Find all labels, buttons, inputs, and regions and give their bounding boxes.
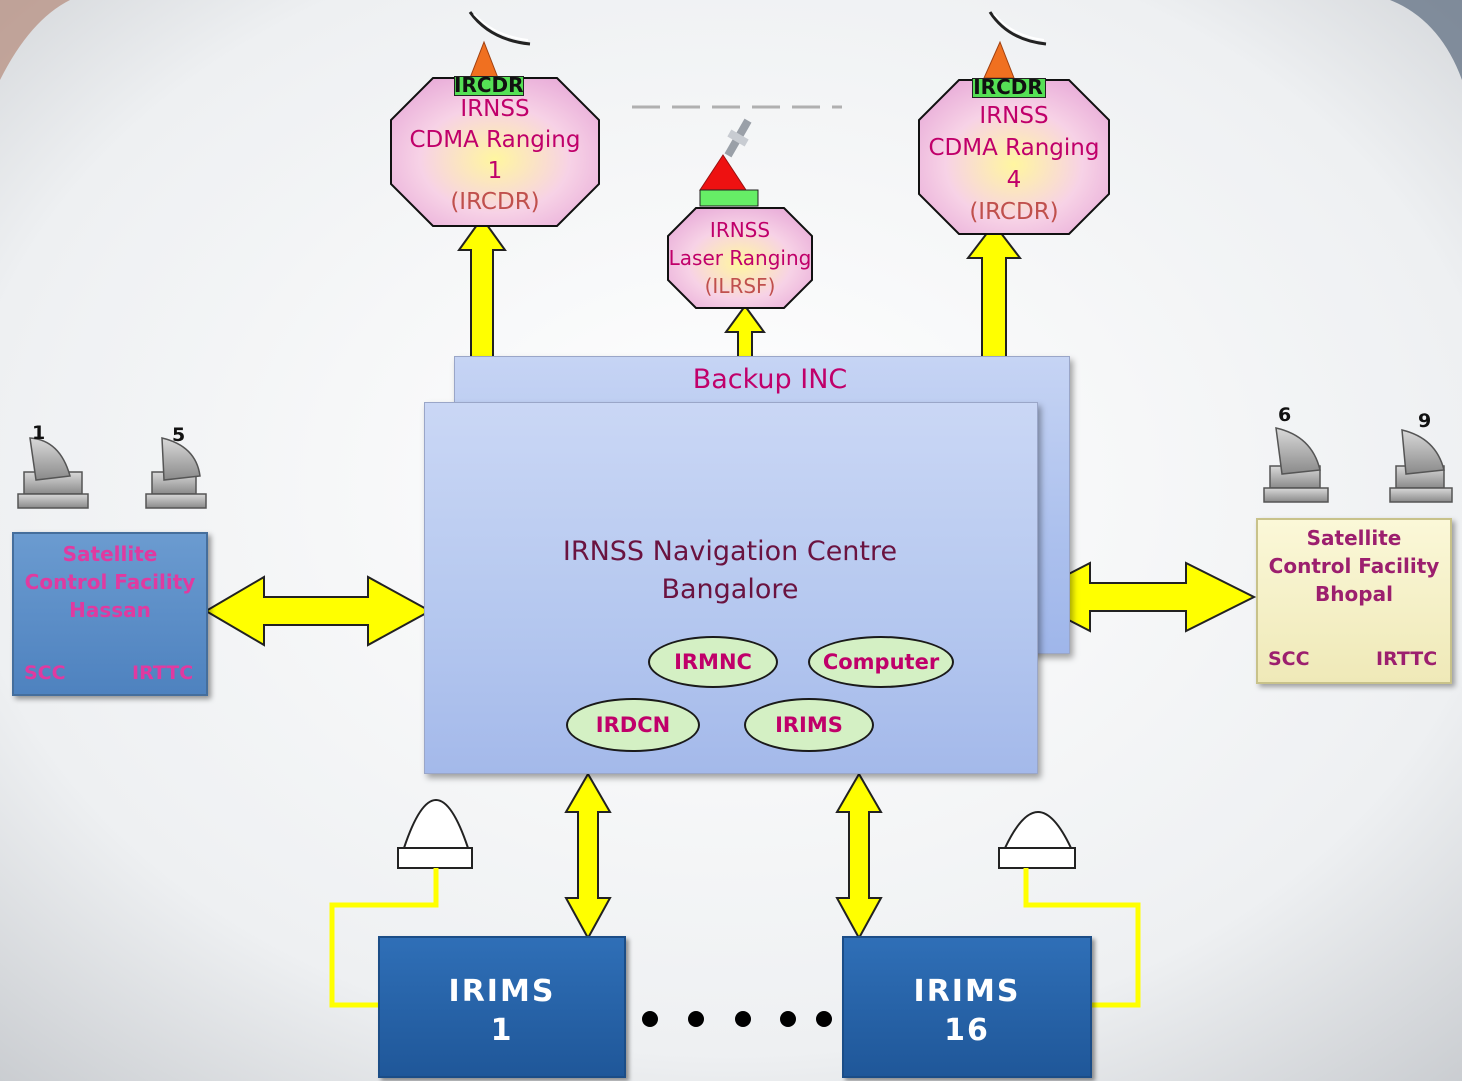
- dish-antenna-icon: [983, 11, 1047, 79]
- scf-bhopal-box: Satellite Control Facility Bhopal SCC IR…: [1256, 518, 1452, 684]
- ilrsf-octagon: [667, 207, 813, 309]
- ilrsf-sub: (ILRSF): [704, 274, 776, 298]
- ircdr-4-line3: 4: [1006, 167, 1022, 193]
- scf-bhopal-scc: SCC: [1268, 648, 1310, 670]
- receiver-antenna-icon: [998, 810, 1076, 869]
- ircdr-4-line2: CDMA Ranging: [928, 135, 1100, 161]
- irims-station-1-line2: 1: [490, 1013, 514, 1048]
- ircdr-1-line1: IRNSS: [460, 96, 530, 122]
- ircdr-1-line3: 1: [487, 158, 503, 184]
- ircdr-1-tag: [454, 76, 524, 96]
- irims-station-16-line2: 16: [944, 1013, 990, 1048]
- scf-hassan-title-1: Satellite: [62, 542, 158, 566]
- receiver-antenna-icon: [397, 798, 473, 869]
- dish-antenna-icon: [468, 11, 531, 79]
- ground-station-dish-icon: [1263, 427, 1329, 503]
- irims-station-16[interactable]: IRIMS 16: [842, 936, 1092, 1078]
- module-computer[interactable]: Computer: [808, 636, 954, 688]
- ilrsf-line2: Laser Ranging: [668, 246, 812, 270]
- ircdr-4-tag-label: IRCDR: [973, 75, 1043, 99]
- scf-bhopal-title-3: Bhopal: [1315, 582, 1393, 606]
- scf-hassan-scc: SCC: [24, 662, 66, 684]
- ircdr-1-octagon: [390, 77, 600, 227]
- laser-station-base: [699, 189, 759, 207]
- ellipsis-dots: [642, 1011, 832, 1027]
- irims-station-16-line1: IRIMS: [913, 974, 1021, 1009]
- inc-title-line2: Bangalore: [661, 574, 799, 605]
- scf-bhopal-irttc: IRTTC: [1376, 648, 1438, 670]
- antenna-number: 6: [1278, 404, 1292, 426]
- inc-title-line1: IRNSS Navigation Centre: [562, 536, 898, 567]
- scf-bhopal-title-1: Satellite: [1306, 526, 1402, 550]
- corner-decoration: [0, 0, 70, 80]
- scf-bhopal-title-2: Control Facility: [1268, 554, 1440, 578]
- arrow-inc-bhopal: [1021, 561, 1257, 633]
- antenna-number: 1: [32, 422, 46, 444]
- scf-hassan-title-2: Control Facility: [24, 570, 196, 594]
- cable: [1023, 868, 1141, 1008]
- ircdr-1-sub: (IRCDR): [450, 189, 540, 215]
- antenna-number: 5: [172, 424, 186, 446]
- module-irmnc[interactable]: IRMNC: [648, 636, 778, 688]
- corner-decoration: [1390, 0, 1462, 80]
- ircdr-4-tag: [972, 78, 1046, 98]
- ircdr-1-line2: CDMA Ranging: [409, 127, 581, 153]
- module-irdcn[interactable]: IRDCN: [566, 698, 700, 752]
- scf-hassan-irttc: IRTTC: [132, 662, 194, 684]
- ircdr-1-tag-label: IRCDR: [454, 73, 524, 97]
- ircdr-4-sub: (IRCDR): [969, 199, 1059, 225]
- ground-station-dish-icon: [1389, 429, 1453, 503]
- ground-station-dish-icon: [17, 437, 89, 509]
- ircdr-4-octagon: [918, 79, 1110, 235]
- antenna-number: 9: [1418, 410, 1432, 432]
- inc-box: [424, 402, 1038, 774]
- ircdr-4-line1: IRNSS: [979, 103, 1049, 129]
- backup-inc-label: Backup INC: [692, 364, 848, 395]
- ground-station-dish-icon: [145, 437, 207, 509]
- irims-station-1-line1: IRIMS: [448, 974, 556, 1009]
- irims-station-1[interactable]: IRIMS 1: [378, 936, 626, 1078]
- scf-hassan-title-3: Hassan: [69, 598, 151, 622]
- scf-hassan-box: Satellite Control Facility Hassan SCC IR…: [12, 532, 208, 696]
- satellite-icon: [724, 118, 752, 158]
- module-irims[interactable]: IRIMS: [744, 698, 874, 752]
- cable: [329, 868, 439, 1008]
- ilrsf-line1: IRNSS: [709, 218, 771, 242]
